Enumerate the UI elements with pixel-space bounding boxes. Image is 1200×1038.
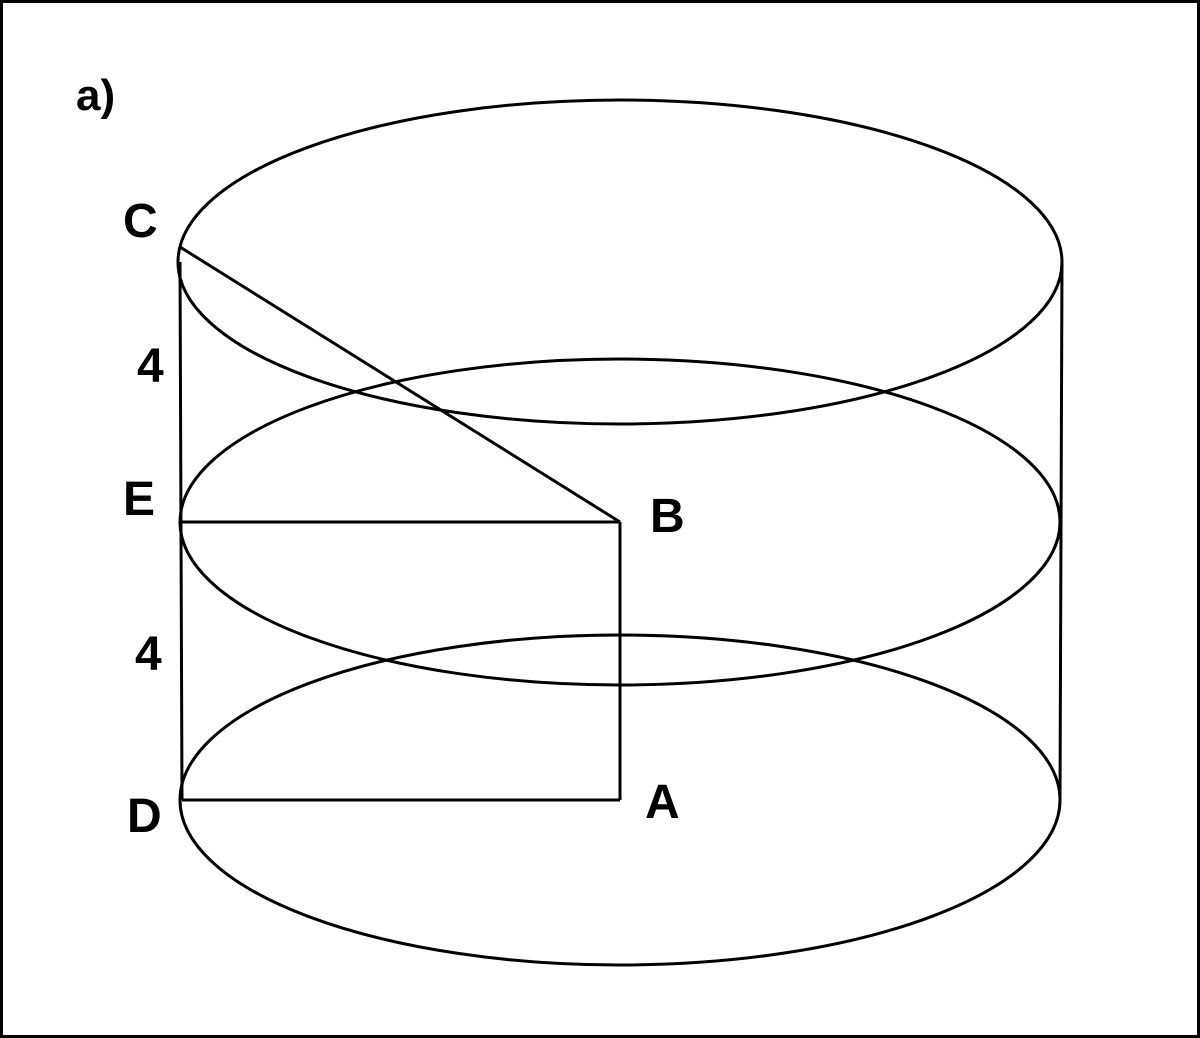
point-label-d: D [127, 790, 162, 843]
point-label-a: A [645, 776, 680, 829]
point-label-c: C [123, 195, 158, 248]
cylinder-right-wall [1058, 261, 1064, 801]
point-label-e: E [123, 473, 155, 526]
figure-tag: a) [76, 71, 115, 120]
measure-label-lower: 4 [135, 628, 162, 681]
measure-label-upper: 4 [137, 340, 164, 393]
point-label-b: B [650, 490, 685, 543]
top-ellipse [176, 98, 1064, 426]
segment-cb [179, 245, 621, 524]
